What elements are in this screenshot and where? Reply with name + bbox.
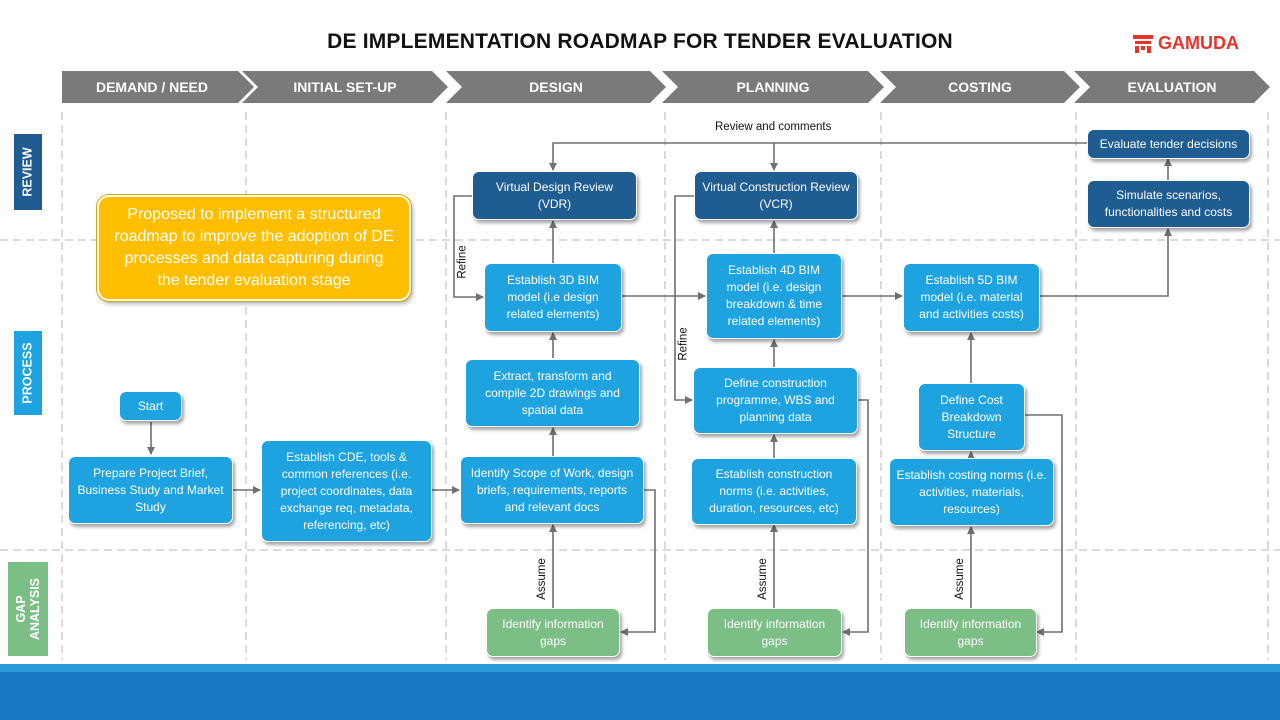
phase-costing: COSTING <box>880 71 1080 103</box>
node-5d-bim[interactable]: Establish 5D BIM model (i.e. material an… <box>903 263 1040 332</box>
node-3d-bim[interactable]: Establish 3D BIM model (i.e design relat… <box>484 263 622 332</box>
node-prepare-brief[interactable]: Prepare Project Brief, Business Study an… <box>68 456 233 524</box>
label-refine-planning: Refine <box>677 327 690 361</box>
footer-highlight <box>0 664 1280 672</box>
node-extract-2d[interactable]: Extract, transform and compile 2D drawin… <box>465 359 640 427</box>
phase-label: PLANNING <box>736 79 810 95</box>
footer-band <box>0 664 1280 720</box>
node-vdr[interactable]: Virtual Design Review (VDR) <box>472 171 637 220</box>
node-vcr[interactable]: Virtual Construction Review (VCR) <box>694 171 858 220</box>
lane-review: REVIEW <box>14 134 42 210</box>
node-simulate[interactable]: Simulate scenarios, functionalities and … <box>1087 180 1250 228</box>
node-construction-programme[interactable]: Define construction programme, WBS and p… <box>693 367 858 434</box>
label-assume-design: Assume <box>535 558 548 600</box>
node-evaluate[interactable]: Evaluate tender decisions <box>1087 129 1250 159</box>
phase-label: COSTING <box>948 79 1012 95</box>
phase-initial-setup: INITIAL SET-UP <box>242 71 448 103</box>
phase-label: DEMAND / NEED <box>95 79 208 95</box>
label-review-comments: Review and comments <box>715 121 832 133</box>
node-start[interactable]: Start <box>119 391 182 421</box>
node-costing-norms[interactable]: Establish costing norms (i.e. activities… <box>889 458 1054 526</box>
phase-label: EVALUATION <box>1127 79 1217 95</box>
page-title: DE IMPLEMENTATION ROADMAP FOR TENDER EVA… <box>327 30 953 53</box>
proposal-callout: Proposed to implement a structured roadm… <box>96 194 412 302</box>
node-gap-design[interactable]: Identify information gaps <box>486 608 620 657</box>
phase-evaluation: EVALUATION <box>1074 71 1270 103</box>
label-refine-design: Refine <box>456 245 469 279</box>
phase-label: DESIGN <box>529 79 583 95</box>
phase-design: DESIGN <box>446 71 666 103</box>
node-gap-costing[interactable]: Identify information gaps <box>904 608 1037 657</box>
gamuda-logo-icon <box>1133 34 1153 53</box>
node-identify-scope[interactable]: Identify Scope of Work, design briefs, r… <box>460 456 644 524</box>
phase-label: INITIAL SET-UP <box>293 79 397 95</box>
node-construction-norms[interactable]: Establish construction norms (i.e. activ… <box>691 458 857 525</box>
node-cost-breakdown[interactable]: Define Cost Breakdown Structure <box>918 383 1025 451</box>
label-assume-planning: Assume <box>756 558 769 600</box>
phase-planning: PLANNING <box>662 71 884 103</box>
lane-gap-analysis: GAP ANALYSIS <box>8 562 48 656</box>
node-gap-planning[interactable]: Identify information gaps <box>707 608 842 657</box>
lane-process: PROCESS <box>14 331 42 415</box>
node-4d-bim[interactable]: Establish 4D BIM model (i.e. design brea… <box>706 253 842 339</box>
node-establish-cde[interactable]: Establish CDE, tools & common references… <box>261 440 432 542</box>
label-assume-costing: Assume <box>953 558 966 600</box>
phase-demand: DEMAND / NEED <box>62 71 254 103</box>
company-logo: GAMUDA <box>1132 33 1239 54</box>
logo-text: GAMUDA <box>1158 33 1239 53</box>
